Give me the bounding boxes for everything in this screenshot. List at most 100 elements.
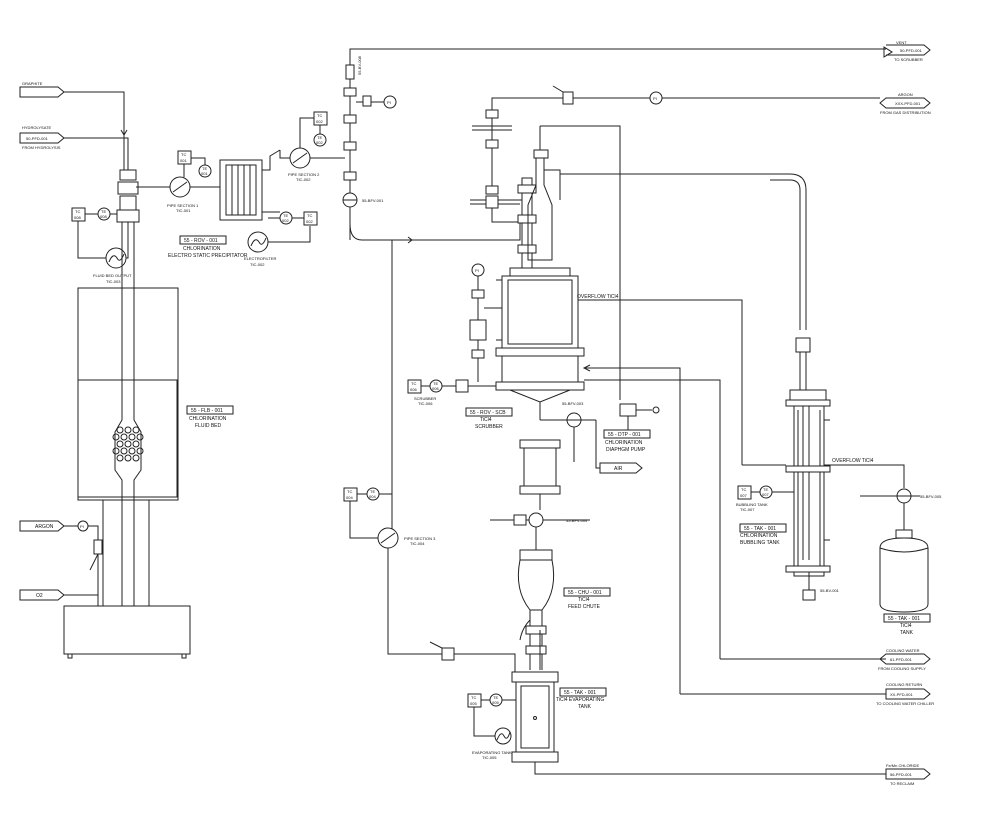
svg-text:TIC-001: TIC-001 [176, 208, 191, 213]
instrument-tc-006: TC 006 TE 006 SCRUBBER TIC-006 [407, 379, 496, 406]
svg-text:55 - TAK - 001: 55 - TAK - 001 [888, 616, 920, 622]
heater-fluid-bed: FLUID BED OUTPUT TIC-003 [93, 222, 132, 284]
svg-text:CHLORINATION: CHLORINATION [605, 440, 643, 446]
svg-text:TC: TC [181, 152, 186, 157]
evaporating-tank [511, 630, 886, 775]
svg-text:TE: TE [763, 487, 768, 492]
svg-text:PI: PI [653, 96, 657, 101]
svg-text:006: 006 [410, 387, 417, 392]
svg-text:TIC-006: TIC-006 [418, 401, 433, 406]
fluid-bed-tag: 55 - FLB - 001 CHLORINATION FLUID BED [186, 405, 234, 429]
svg-text:TIC-002: TIC-002 [250, 262, 265, 267]
svg-text:TiCl4: TiCl4 [578, 597, 590, 603]
argon-dist-line: ARGON XXX-PFD-001 FROM GAS DISTRIBUTION … [491, 85, 931, 115]
valve-bfv-003: 55-BFV-003 [540, 401, 596, 462]
scrubber-pi: PI [469, 263, 502, 382]
esp-unit [219, 149, 281, 221]
bubbling-tank: 55-BV-001 OVERFLOW TiCl4 [742, 173, 905, 601]
svg-text:004: 004 [369, 494, 376, 499]
stream-cooling-water: COOLING WATER 61-PFD-001 FROM COOLING SU… [720, 648, 931, 671]
scrubber-vessel [495, 267, 585, 420]
stream-hydrolysate-note: FROM HYDROLYSIS [22, 145, 61, 150]
instrument-tc-005: TC 005 TE 005 EVAPORATING TANK TIC-005 [467, 693, 516, 760]
pipe-section-2: PIPE SECTION 2 TIC-002 TC 002 TE 002 [279, 111, 345, 182]
svg-text:007: 007 [762, 492, 769, 497]
svg-text:EVAPORATING TANK: EVAPORATING TANK [472, 750, 512, 755]
svg-text:TIC-004: TIC-004 [410, 541, 425, 546]
fluid-bed-inlet-assembly [116, 169, 170, 223]
svg-text:AIR: AIR [614, 466, 623, 472]
vent-line: VENT 50-PFD-001 TO SCRUBBER [349, 40, 931, 65]
stream-hydrolysate: HYDROLYSATE 50-PFD-001 FROM HYDROLYSIS [19, 125, 129, 170]
svg-text:TO SCRUBBER: TO SCRUBBER [894, 57, 923, 62]
svg-text:SCRUBBER: SCRUBBER [414, 396, 436, 401]
svg-text:Fe/Mn CHLORIDE: Fe/Mn CHLORIDE [886, 763, 919, 768]
stream-graphite-label: GRAPHITE [22, 81, 43, 86]
svg-text:FROM COOLING SUPPLY: FROM COOLING SUPPLY [878, 666, 926, 671]
svg-text:XX-PFD-001: XX-PFD-001 [890, 692, 913, 697]
svg-text:TiCl4: TiCl4 [900, 623, 912, 629]
scrubber-inlet-piping [450, 109, 530, 241]
svg-text:TE: TE [283, 213, 288, 218]
svg-text:TC: TC [471, 695, 476, 700]
svg-text:ELECTROFILTER: ELECTROFILTER [244, 256, 276, 261]
svg-text:OVERFLOW TiCl4: OVERFLOW TiCl4 [832, 458, 874, 464]
svg-text:55-BFV-001: 55-BFV-001 [362, 198, 384, 203]
svg-text:55-BFV-003: 55-BFV-003 [562, 401, 584, 406]
svg-text:006: 006 [432, 386, 439, 391]
feed-chute-tag: 55 - CHU - 001 TiCl4 FEED CHUTE [563, 587, 611, 610]
svg-text:PIPE SECTION 2: PIPE SECTION 2 [288, 172, 320, 177]
fluid-bed-media [112, 426, 144, 462]
svg-text:TC: TC [741, 487, 746, 492]
svg-text:TC: TC [307, 213, 312, 218]
esp-tag: 55 - ROV - 001 CHLORINATION ELECTRO STAT… [168, 235, 248, 259]
evap-tank-tag: 55 - TAK - 001 TiCl4 EVAPORATING TANK [556, 687, 607, 710]
pipe-section-1: PIPE SECTION 1 TIC-001 TC 001 TE 001 [167, 150, 220, 213]
svg-text:COOLING WATER: COOLING WATER [886, 648, 920, 653]
svg-text:007: 007 [740, 493, 747, 498]
svg-text:BUBBLING TANK: BUBBLING TANK [736, 502, 768, 507]
svg-text:TiCl4: TiCl4 [480, 417, 492, 423]
svg-text:CHLORINATION: CHLORINATION [189, 416, 227, 422]
svg-text:TIC-005: TIC-005 [482, 755, 497, 760]
svg-text:TC: TC [411, 381, 416, 386]
svg-text:TE: TE [202, 166, 207, 171]
svg-text:CHLORINATION: CHLORINATION [740, 533, 778, 539]
svg-text:CHLORINATION: CHLORINATION [183, 246, 221, 252]
svg-text:O2: O2 [36, 593, 43, 599]
svg-text:VENT: VENT [896, 40, 907, 45]
feed-chute: 55-BFV-004 [490, 439, 590, 670]
svg-text:004: 004 [346, 495, 353, 500]
svg-text:BUBBLING TANK: BUBBLING TANK [740, 540, 780, 546]
svg-text:TC: TC [347, 489, 352, 494]
esp-outlet-manifold: 55-BV-008 PI 55-BFV-001 [342, 55, 450, 244]
svg-text:PI: PI [475, 268, 479, 273]
instrument-tc-007: TC 007 TE 007 BUBBLING TANK TIC-007 [736, 485, 794, 512]
ticl4-tank: 55 - TAK - 001 TiCl4 TANK [879, 529, 931, 636]
svg-text:TO COOLING WATER CHILLER: TO COOLING WATER CHILLER [876, 701, 934, 706]
svg-text:55-BFV-005: 55-BFV-005 [920, 494, 942, 499]
svg-text:001: 001 [180, 158, 187, 163]
svg-text:61-PFD-001: 61-PFD-001 [890, 657, 913, 662]
svg-text:ARGON: ARGON [898, 92, 913, 97]
svg-text:ELECTRO STATIC PRECIPITATOR: ELECTRO STATIC PRECIPITATOR [168, 253, 248, 259]
stream-hydrolysate-label: HYDROLYSATE [22, 125, 52, 130]
svg-text:TO RECLAIM: TO RECLAIM [890, 781, 914, 786]
bubbling-tank-tag: 55 - TAK - 001 CHLORINATION BUBBLING TAN… [739, 523, 787, 546]
svg-text:PI: PI [387, 100, 391, 105]
svg-text:TIC-003: TIC-003 [106, 279, 121, 284]
pipe-section-3: PIPE SECTION 3 TIC-004 TC 004 TE 004 [343, 239, 516, 672]
svg-text:FROM GAS DISTRIBUTION: FROM GAS DISTRIBUTION [880, 110, 931, 115]
svg-text:TiCl4 EVAPORATING: TiCl4 EVAPORATING [556, 697, 604, 703]
svg-text:002: 002 [316, 140, 323, 145]
svg-text:002: 002 [316, 119, 323, 124]
svg-text:TIC-002: TIC-002 [296, 177, 311, 182]
svg-text:FEED CHUTE: FEED CHUTE [568, 604, 601, 610]
instrument-tc-008: TC 008 TE 008 [71, 207, 117, 259]
svg-text:55 - TAK - 001: 55 - TAK - 001 [744, 526, 776, 532]
svg-text:55-BFV-004: 55-BFV-004 [566, 518, 588, 523]
svg-text:55 - FLB - 001: 55 - FLB - 001 [191, 408, 223, 414]
svg-text:TC: TC [317, 113, 322, 118]
